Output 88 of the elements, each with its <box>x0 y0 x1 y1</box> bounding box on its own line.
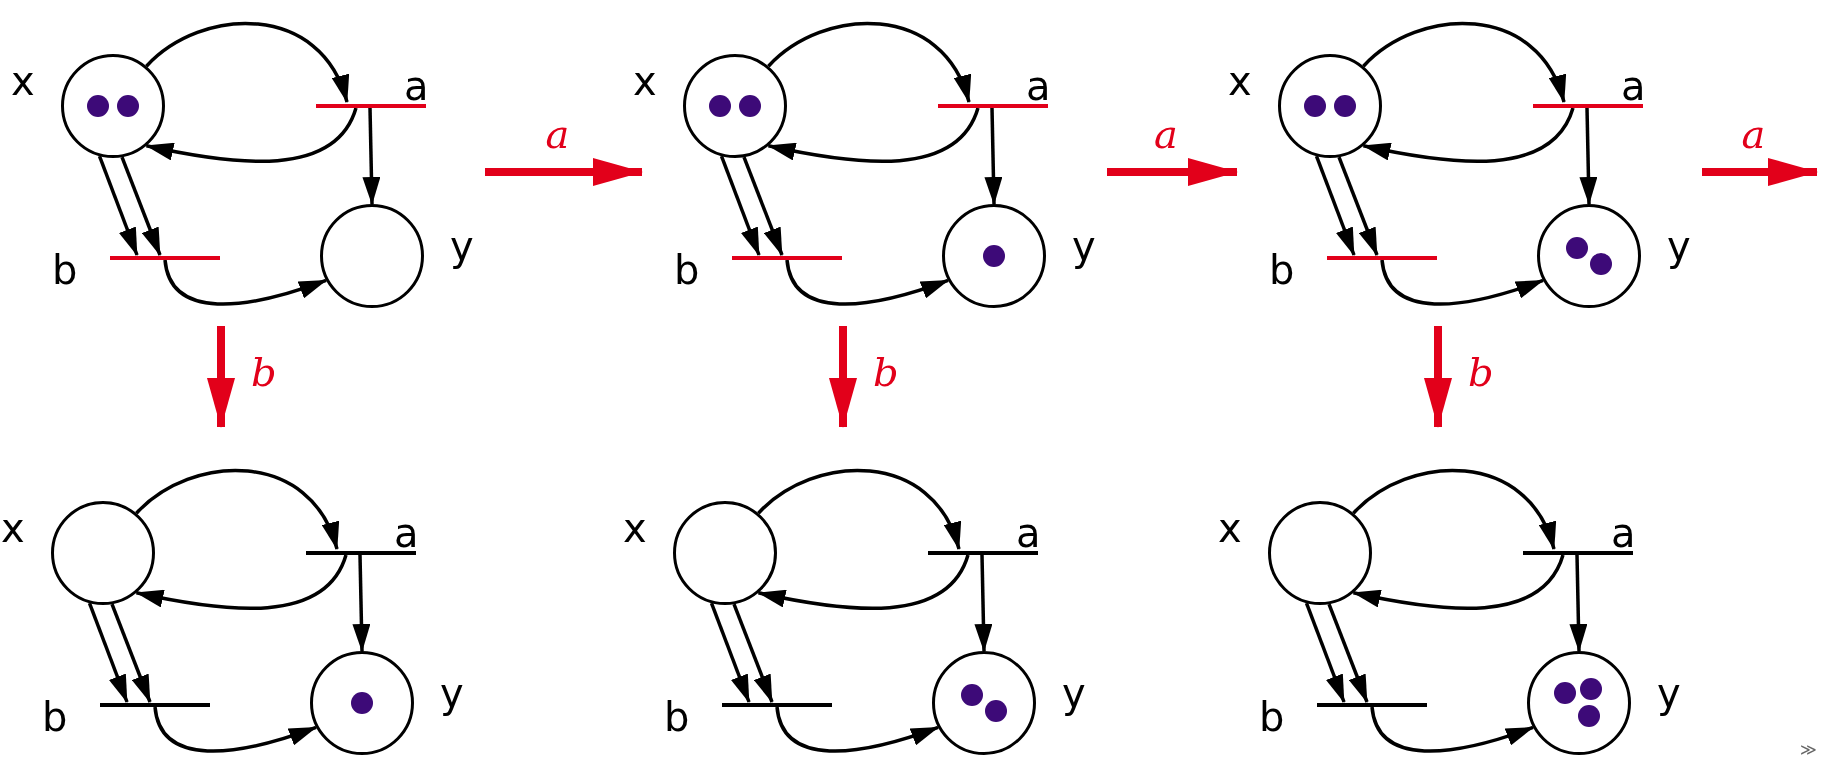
place-label: x <box>1 508 25 548</box>
arrow <box>362 107 381 205</box>
transition-label: b <box>42 697 68 737</box>
transition-bar <box>732 256 842 260</box>
transition-bar <box>110 256 220 260</box>
transition-label: a <box>1016 513 1041 553</box>
arrow <box>757 554 970 611</box>
place-label: x <box>1228 61 1252 101</box>
arrow <box>87 602 129 703</box>
token-dot <box>708 94 731 117</box>
place-label: x <box>633 61 657 101</box>
edge-label: b <box>873 351 899 392</box>
transition-bar <box>1523 551 1633 555</box>
arrow <box>1314 155 1356 256</box>
arrow <box>709 602 751 703</box>
arrow <box>767 107 980 164</box>
transition-label: b <box>1269 250 1295 290</box>
arrow <box>135 469 339 550</box>
edge-label: a <box>545 114 570 154</box>
transition-bar <box>722 703 832 707</box>
arrow <box>785 259 950 306</box>
transition-label: b <box>674 250 700 290</box>
arrow <box>742 156 784 256</box>
token-dot <box>984 699 1007 722</box>
token-dot <box>1553 681 1576 704</box>
token-dot <box>1333 94 1356 117</box>
transition-label: b <box>52 250 78 290</box>
place-label: x <box>11 61 35 101</box>
arrow <box>1370 706 1535 753</box>
arrow <box>97 155 139 256</box>
token-dot <box>1565 236 1588 259</box>
token-dot <box>1589 252 1612 275</box>
token-dot <box>1577 704 1600 727</box>
arrow <box>732 603 774 703</box>
transition-bar <box>938 104 1048 108</box>
transition-bar <box>100 703 210 707</box>
transition-bar <box>1533 104 1643 108</box>
arrow <box>767 22 971 103</box>
token-dot <box>1303 94 1326 117</box>
transition-bar <box>928 551 1038 555</box>
edge-label: b <box>1468 351 1494 392</box>
place-label: x <box>1218 508 1242 548</box>
arrow <box>1362 22 1566 103</box>
arrow <box>1304 602 1346 703</box>
arrow <box>1327 603 1369 703</box>
arrow <box>145 22 349 103</box>
arrow <box>110 603 152 703</box>
arrow <box>153 706 318 753</box>
arrow <box>1352 469 1556 550</box>
arrow <box>775 706 940 753</box>
arrow <box>1569 554 1588 652</box>
navigation-mark: ≫ <box>1800 742 1817 758</box>
token-dot <box>116 94 139 117</box>
transition-label: a <box>394 513 419 553</box>
arrow <box>1352 554 1565 611</box>
transition-bar <box>1317 703 1427 707</box>
transition-label: a <box>1611 513 1636 553</box>
arrow <box>757 469 961 550</box>
arrow <box>974 554 993 652</box>
transition-bar <box>1327 256 1437 260</box>
token-dot <box>982 244 1005 267</box>
token-dot <box>1579 677 1602 700</box>
token-dot <box>350 691 373 714</box>
arrow <box>1337 156 1379 256</box>
transition-label: b <box>664 697 690 737</box>
edge-label: a <box>1154 114 1178 154</box>
edge-label: a <box>1741 114 1766 154</box>
place-label: x <box>623 508 647 548</box>
token-dot <box>86 94 109 117</box>
arrow <box>719 155 761 256</box>
transition-label: a <box>404 66 429 106</box>
arrow <box>163 259 328 306</box>
edge-label: b <box>251 351 277 392</box>
transition-bar <box>306 551 416 555</box>
transition-bar <box>316 104 426 108</box>
arrow <box>1362 107 1575 164</box>
token-dot <box>738 94 761 117</box>
arrow <box>984 107 1003 205</box>
transition-label: a <box>1621 66 1646 106</box>
arrow <box>1380 259 1545 306</box>
transition-label: b <box>1259 697 1285 737</box>
transition-label: a <box>1026 66 1051 106</box>
arrow <box>135 554 348 611</box>
arrow <box>145 107 358 164</box>
token-dot <box>960 683 983 706</box>
arrow <box>120 156 162 256</box>
arrow <box>352 554 371 652</box>
arrow <box>1579 107 1598 205</box>
